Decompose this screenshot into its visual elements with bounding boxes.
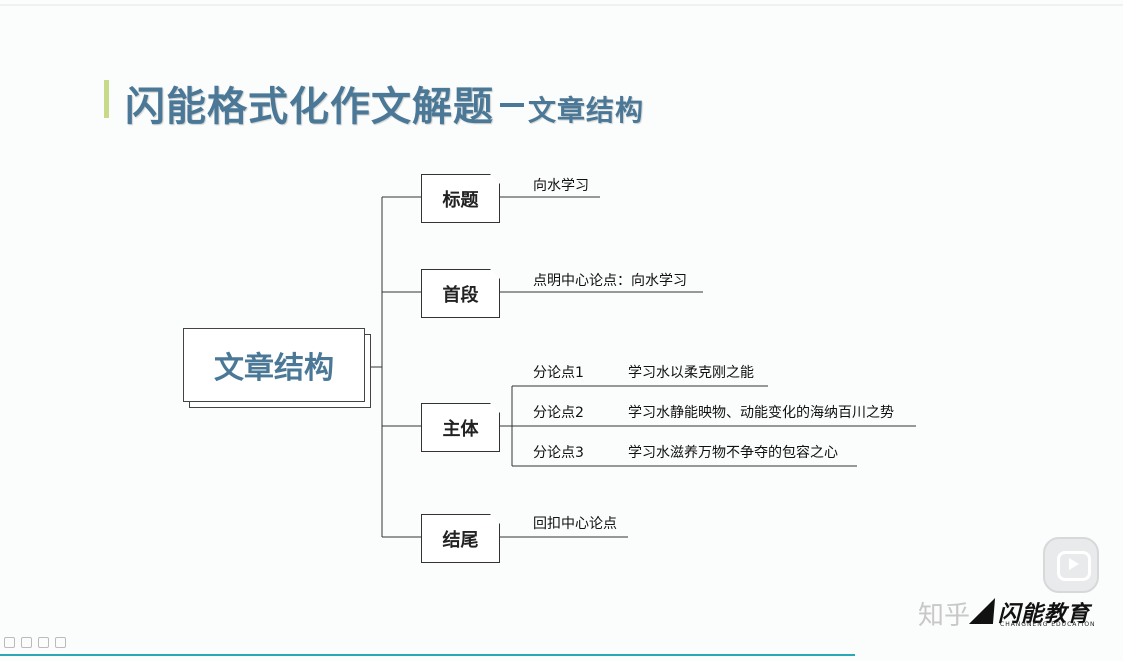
leaf-point-1-text: 学习水以柔克刚之能: [628, 365, 754, 381]
title-sub: 文章结构: [528, 94, 645, 127]
node-ending: 结尾: [421, 514, 500, 563]
leaf-title-text: 向水学习: [533, 178, 589, 194]
node-first-paragraph: 首段: [421, 269, 500, 318]
leaf-point-1-label: 分论点1: [533, 365, 584, 381]
root-label: 文章结构: [214, 351, 334, 386]
node-title: 标题: [421, 174, 500, 223]
corner-fold: [490, 269, 500, 279]
leaf-point-2-label: 分论点2: [533, 405, 584, 421]
root-node: 文章结构: [183, 328, 365, 402]
leaf-point-2-text: 学习水静能映物、动能变化的海纳百川之势: [628, 405, 894, 421]
title-accent-bar: [104, 80, 109, 118]
bilibili-play-icon[interactable]: [1043, 537, 1099, 593]
leaf-point-3-label: 分论点3: [533, 445, 584, 461]
node-label: 结尾: [442, 529, 479, 551]
top-divider: [0, 4, 1123, 6]
highlighter-icon[interactable]: [38, 637, 49, 648]
node-label: 标题: [442, 189, 479, 211]
leaf-point-3-text: 学习水滋养万物不争夺的包容之心: [628, 445, 838, 461]
node-label: 首段: [442, 284, 479, 306]
slide-toolbar[interactable]: [4, 637, 66, 648]
brand-logo: 闪能教育: [998, 602, 1091, 627]
brand-logo-subtitle: CHANGNENG EDUCATION: [1000, 621, 1096, 628]
zhihu-watermark: 知乎: [918, 601, 971, 631]
leaf-first-paragraph-text: 点明中心论点：向水学习: [533, 273, 687, 289]
node-label: 主体: [442, 418, 479, 440]
corner-fold: [490, 514, 500, 524]
node-body: 主体: [421, 403, 500, 452]
title-main: 闪能格式化作文解题: [125, 84, 494, 130]
eraser-icon[interactable]: [21, 637, 32, 648]
title-dash: [500, 103, 524, 107]
pen-icon[interactable]: [4, 637, 15, 648]
page-title: 闪能格式化作文解题 文章结构: [125, 74, 644, 132]
leaf-ending-text: 回扣中心论点: [533, 516, 617, 532]
pointer-icon[interactable]: [55, 637, 66, 648]
corner-fold: [490, 403, 500, 413]
corner-fold: [490, 174, 500, 184]
progress-bar: [0, 654, 855, 656]
